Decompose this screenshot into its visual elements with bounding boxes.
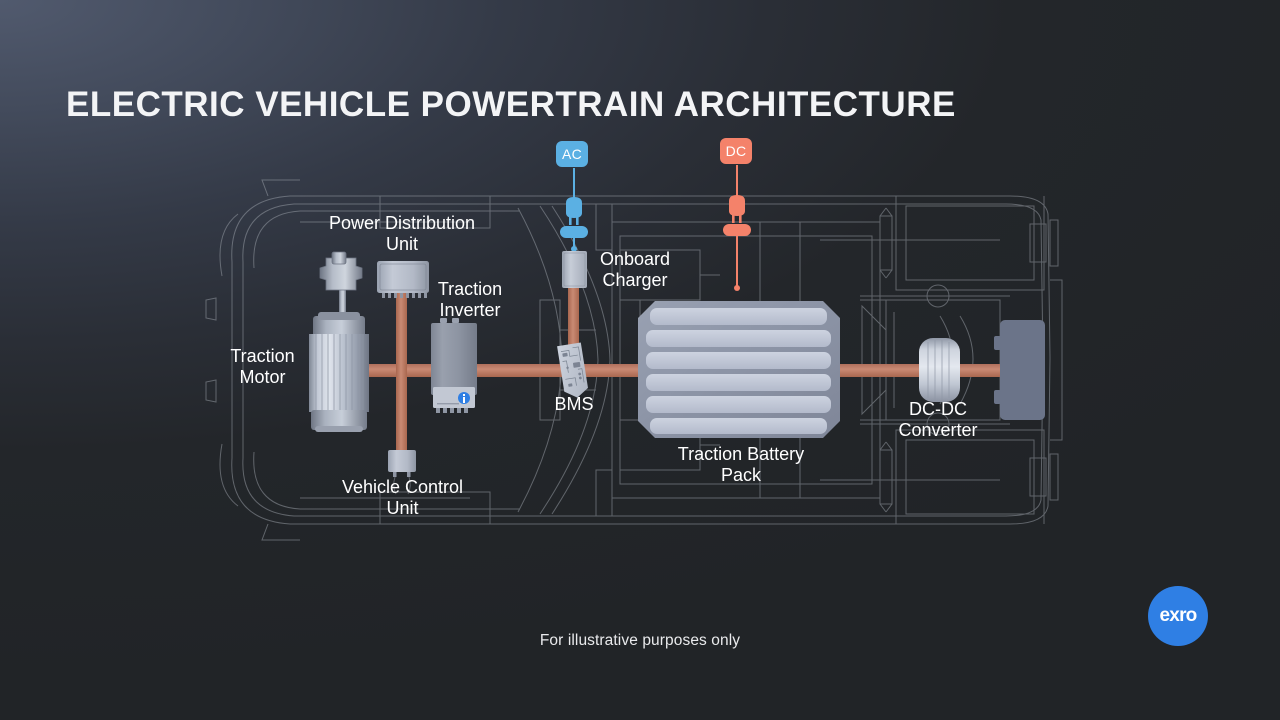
bms	[557, 342, 588, 398]
traction-battery-pack	[638, 301, 840, 438]
exro-logo: exro	[1148, 586, 1208, 646]
dc-charge-path	[723, 165, 751, 291]
traction-motor	[309, 251, 369, 432]
power-distribution-unit	[377, 261, 429, 298]
exro-wordmark: exro	[1159, 604, 1198, 626]
disclaimer-text: For illustrative purposes only	[539, 632, 741, 649]
page-title: Electric Vehicle Powertrain Architecture	[66, 85, 956, 125]
onboard-charger	[562, 251, 587, 288]
battery-cells	[646, 308, 831, 434]
traction-inverter	[431, 318, 477, 413]
rear-power-unit	[994, 320, 1045, 420]
badge-ac: AC	[556, 141, 588, 167]
vehicle-control-unit	[388, 450, 416, 495]
dc-dc-converter	[919, 338, 960, 402]
ac-charge-path	[560, 168, 588, 252]
badge-dc: DC	[720, 138, 752, 164]
